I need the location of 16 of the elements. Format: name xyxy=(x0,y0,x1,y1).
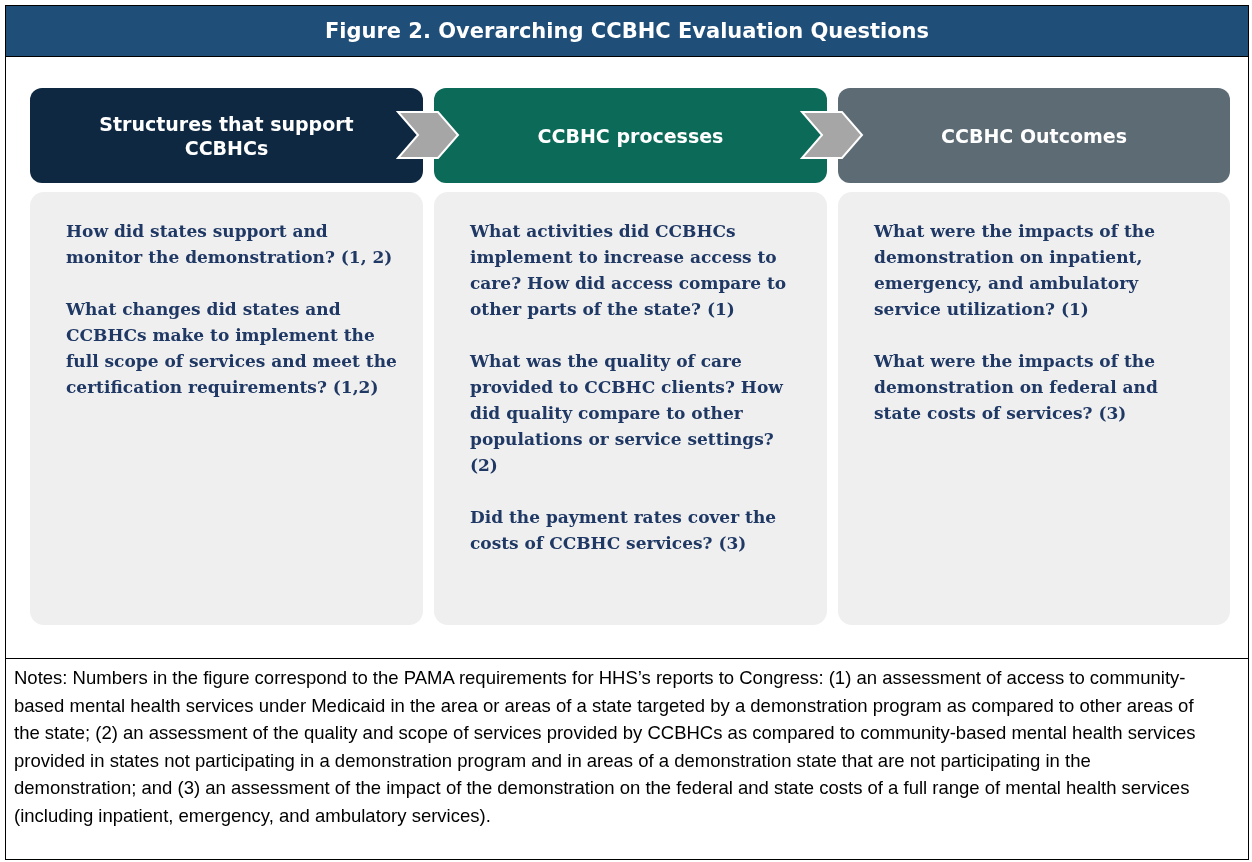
header-text: CCBHC Outcomes xyxy=(941,123,1127,148)
evaluation-question: How did states support and monitor the demonstration? (1, 2) xyxy=(66,220,394,269)
evaluation-question: What were the impacts of the demonstration on federal and state costs of services? (3) xyxy=(874,350,1159,425)
chevron-arrow xyxy=(395,111,460,159)
evaluation-question: What was the quality of care provided to CCBHC clients? How did quality compare to other populations or service settings? (2) xyxy=(470,350,785,477)
evaluation-question: What activities did CCBHCs implement to increase access to care? How did access compare to other parts of the state? (1) xyxy=(470,220,788,321)
stage-header xyxy=(30,88,423,183)
evaluation-question: What were the impacts of the demonstration on inpatient, emergency, and ambulatory service utilization? (1) xyxy=(874,220,1156,321)
evaluation-question: What changes did states and CCBHCs make to implement the full scope of services and meet the certification requirements? (1,2) xyxy=(66,298,398,399)
header-text: CCBHC processes xyxy=(537,123,724,148)
title-bar: Figure 2. Overarching CCBHC Evaluation Questions xyxy=(5,5,1249,57)
chevron-arrow xyxy=(799,111,864,159)
header-text: Structures that support CCBHCs xyxy=(98,111,355,160)
notes-text: Notes: Numbers in the figure correspond to the PAMA requirements for HHS’s reports to Congress: (1) an assessment of access to community-based mental health services under Medicaid in the area or areas of a state targeted by a demonstration program as compared to other areas of the state; (2) an assessment of the quality and scope of services provided by CCBHCs as compared to community-based mental health services provided in states not participating in a demonstration program and in areas of a demonstration state that are not participating in the demonstration; and (3) an assessment of the impact of the demonstration on the federal and state costs of a full range of mental health services (including inpatient, emergency, and ambulatory services). xyxy=(14,666,1197,828)
evaluation-question: Did the payment rates cover the costs of CCBHC services? (3) xyxy=(470,506,778,555)
stage-header xyxy=(838,88,1230,183)
